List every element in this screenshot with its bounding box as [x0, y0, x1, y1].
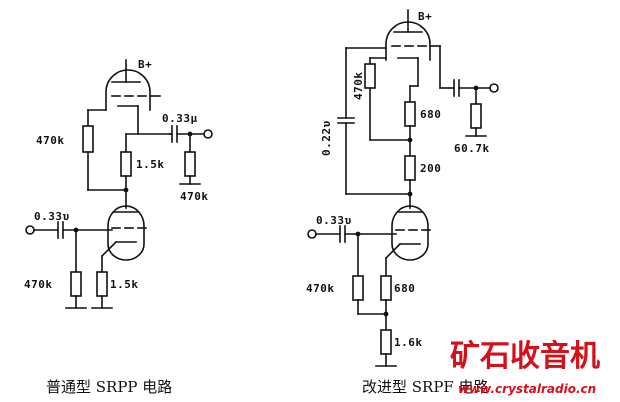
right-output-terminal [489, 83, 499, 93]
left-input-capacitor-label: 0.33υ [34, 210, 70, 223]
site-watermark: 矿石收音机 www.crystalradio.cn [450, 339, 600, 396]
left-load-resistor-label: 470k [180, 190, 209, 203]
right-input-capacitor-label: 0.33υ [316, 214, 352, 227]
right-upper-cathode-label: 680 [420, 108, 441, 121]
watermark-url: www.crystalradio.cn [458, 382, 596, 396]
right-input-terminal [307, 229, 317, 239]
right-load-resistor-label: 60.7k [454, 142, 490, 155]
right-mid-resistor [404, 155, 416, 181]
right-caption: 改进型 SRPF 电路 [362, 378, 489, 396]
left-grid-leak-resistor [70, 271, 82, 297]
right-grid-leak-label: 470k [306, 282, 335, 295]
left-upper-tube [105, 59, 161, 135]
left-lower-tube [107, 205, 147, 261]
right-bottom-resistor-label: 1.6k [394, 336, 423, 349]
left-caption: 普通型 SRPP 电路 [46, 378, 172, 396]
left-cathode-resistor [96, 271, 108, 297]
right-grid-leak-resistor [352, 275, 364, 301]
right-grid-bias-resistor [364, 63, 376, 89]
left-grid-bias-resistor [82, 125, 94, 153]
left-supply-label: B+ [138, 58, 152, 71]
right-lower-cathode-label: 680 [394, 282, 415, 295]
left-input-terminal [25, 225, 35, 235]
left-load-resistor [184, 151, 196, 177]
right-upper-cathode-resistor [404, 101, 416, 127]
left-output-terminal [203, 129, 213, 139]
left-plate-resistor-label: 1.5k [136, 158, 165, 171]
left-cathode-resistor-label: 1.5k [110, 278, 139, 291]
right-lower-tube [391, 205, 431, 261]
right-mid-resistor-label: 200 [420, 162, 441, 175]
left-grid-leak-label: 470k [24, 278, 53, 291]
right-supply-label: B+ [418, 10, 432, 23]
right-lower-cathode-resistor [380, 275, 392, 301]
left-output-capacitor-label: 0.33μ [162, 112, 198, 125]
right-mid-node [407, 191, 413, 197]
right-upper-tube [385, 9, 441, 61]
left-grid-bias-label: 470k [36, 134, 65, 147]
left-circuit: B+ 1.5k 470k 0.33μ 470k [24, 58, 213, 396]
right-circuit: B+ 470k 0.22υ 680 200 [306, 9, 499, 396]
watermark-name: 矿石收音机 [450, 339, 600, 374]
right-bottom-resistor [380, 329, 392, 355]
right-grid-bias-label: 470k [352, 72, 365, 101]
left-plate-resistor [120, 151, 132, 177]
right-bootstrap-capacitor-label: 0.22υ [320, 120, 333, 156]
right-load-resistor [470, 103, 482, 129]
